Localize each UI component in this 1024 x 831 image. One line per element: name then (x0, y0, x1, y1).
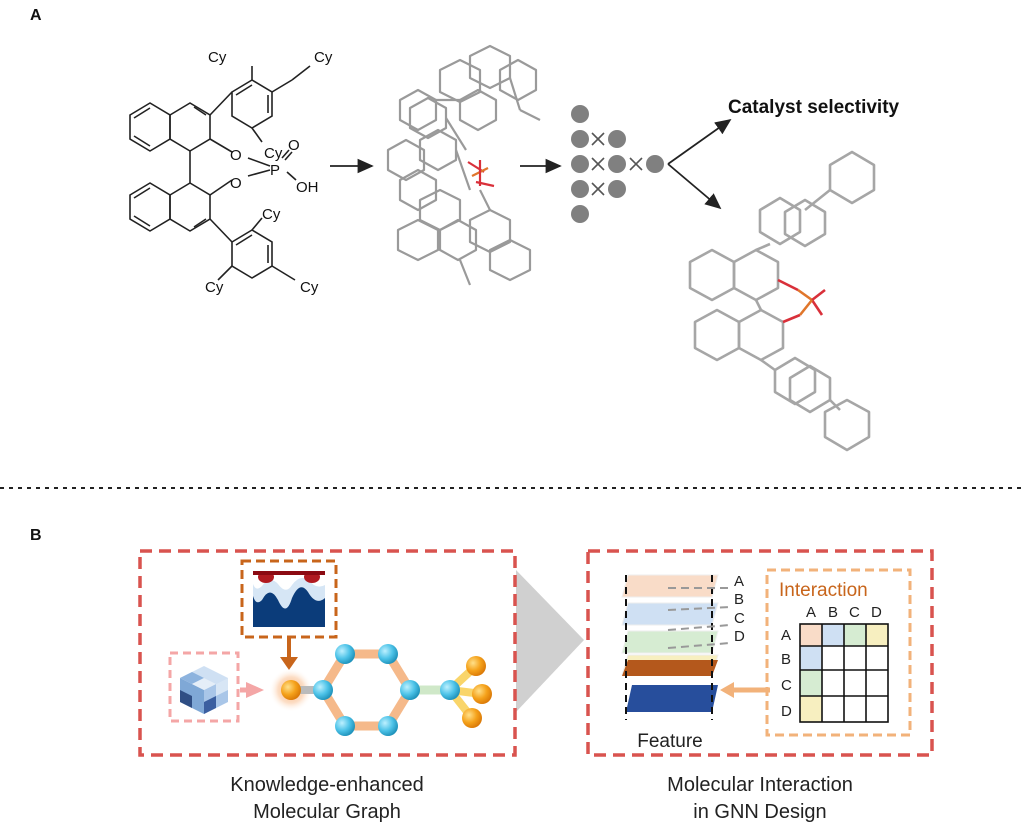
interaction-matrix (799, 623, 889, 723)
atom-node (378, 644, 398, 664)
interaction-title: Interaction (779, 580, 868, 601)
atom-node (313, 680, 333, 700)
descriptor-cube-icon (180, 666, 228, 714)
electron-density-heatmap (253, 571, 325, 627)
oxygen-label: O (288, 137, 300, 154)
atom-node (378, 716, 398, 736)
layer-letter: B (734, 591, 744, 608)
descriptor-cube-frame (168, 651, 240, 723)
phosphate-center (467, 160, 495, 188)
arrow (246, 682, 264, 698)
structure-atom-labels: Cy Cy Cy Cy Cy Cy O O P O OH (205, 49, 333, 296)
phosphoric-acid-structure (129, 65, 311, 281)
heatmap-inset-frame (240, 559, 338, 639)
selected-catalyst-structure (688, 150, 876, 452)
feature-layer-stack (621, 574, 731, 720)
atom-node (440, 680, 460, 700)
cy-label: Cy (264, 145, 283, 162)
atom-node (462, 708, 482, 728)
layer-letter: D (734, 628, 745, 645)
knowledge-graph-box (138, 549, 517, 757)
catalyst-selectivity-label: Catalyst selectivity (728, 97, 900, 118)
selected-phosphate-center (777, 278, 826, 324)
right-caption-line2: in GNN Design (693, 801, 826, 823)
matrix-row-header: D (781, 703, 792, 720)
matrix-col-header: C (849, 604, 860, 621)
left-caption-line1: Knowledge-enhanced (230, 774, 424, 796)
gnn-design-box (586, 549, 934, 757)
matrix-col-header: A (806, 604, 816, 621)
chevron-connector (516, 570, 584, 712)
interaction-box (765, 568, 912, 737)
right-caption-line1: Molecular Interaction (667, 774, 853, 796)
arrow (280, 657, 298, 670)
left-caption-line2: Molecular Graph (253, 801, 401, 823)
oxygen-label: O (230, 147, 242, 164)
atom-node (281, 680, 301, 700)
neural-network-icon (571, 105, 664, 223)
oxygen-label: O (230, 175, 242, 192)
feature-label: Feature (637, 731, 702, 752)
cy-label: Cy (314, 49, 333, 66)
cy-label: Cy (208, 49, 227, 66)
atom-node (400, 680, 420, 700)
conformer-ensemble (386, 44, 541, 286)
matrix-row-header: C (781, 677, 792, 694)
panel-b-label: B (30, 527, 42, 544)
matrix-col-header: D (871, 604, 882, 621)
layer-letter: C (734, 610, 745, 627)
cy-label: Cy (300, 279, 319, 296)
layer-letter: A (734, 573, 744, 590)
cy-label: Cy (262, 206, 281, 223)
phosphorus-label: P (270, 162, 280, 179)
atom-node (466, 656, 486, 676)
hydroxyl-label: OH (296, 179, 319, 196)
cy-label: Cy (205, 279, 224, 296)
panel-a-label: A (30, 7, 42, 24)
output-arrows (667, 118, 732, 210)
matrix-row-header: A (781, 627, 791, 644)
matrix-col-header: B (828, 604, 838, 621)
atom-node (335, 644, 355, 664)
molecular-graph (269, 644, 492, 736)
arrow (720, 682, 734, 698)
matrix-row-header: B (781, 651, 791, 668)
atom-node (472, 684, 492, 704)
atom-node (335, 716, 355, 736)
